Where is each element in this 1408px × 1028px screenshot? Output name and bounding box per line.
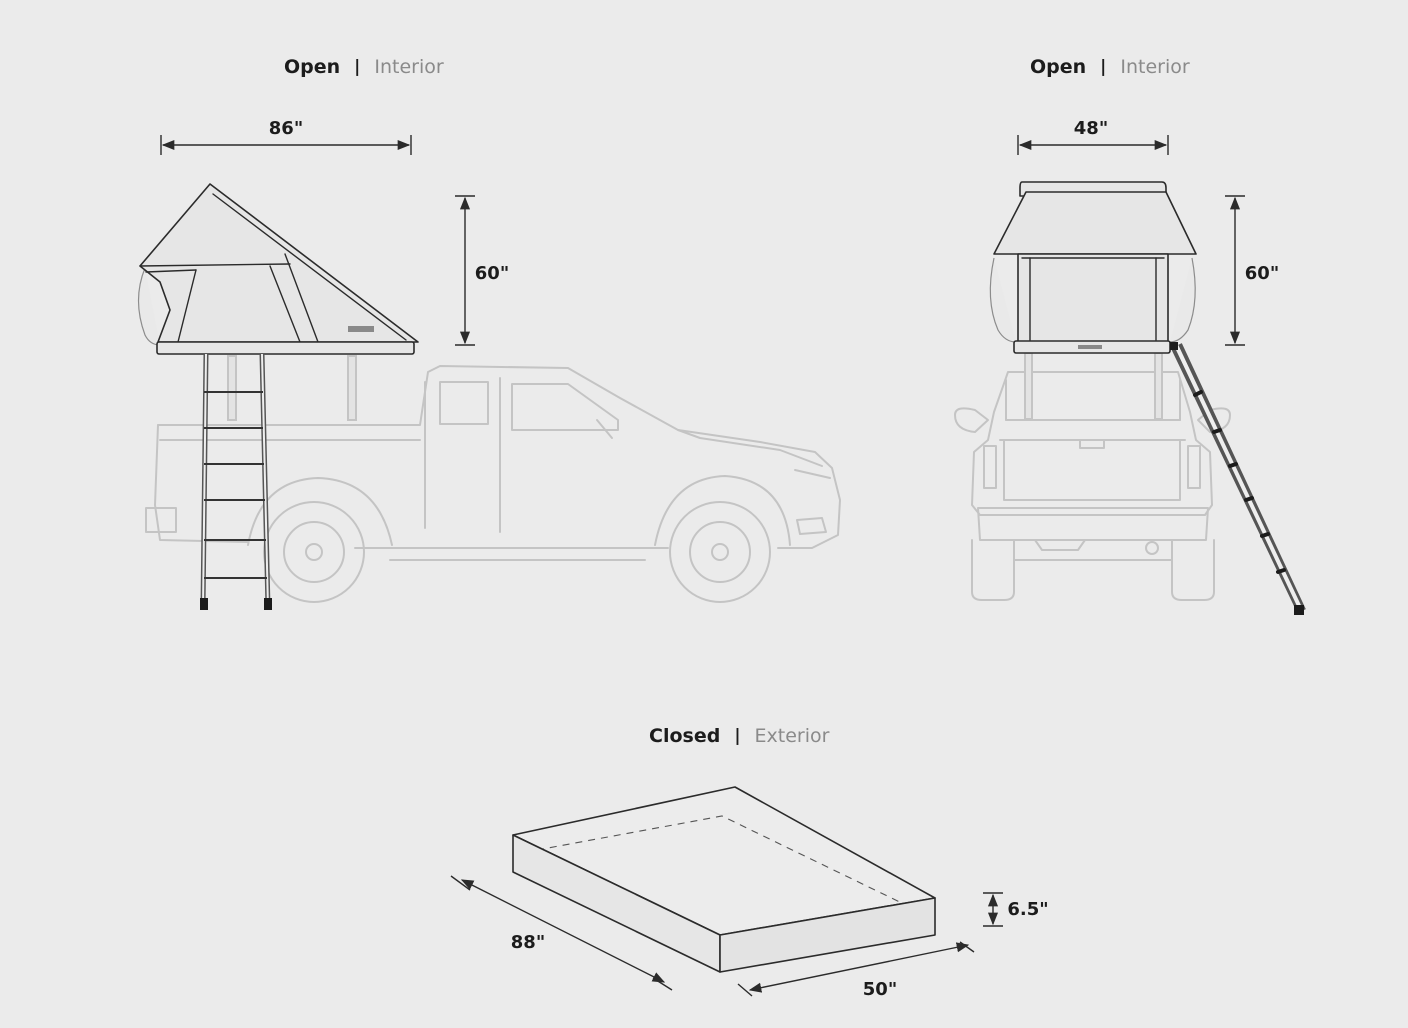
closed-height-label: 6.5" [1007, 899, 1048, 920]
side-width-label: 86" [269, 118, 303, 139]
closed-length-label: 88" [511, 932, 545, 953]
side-width-dimension: 86" [160, 118, 412, 155]
side-view-truck [145, 355, 841, 603]
closed-view-state: Closed [649, 725, 721, 747]
side-view-kind: Interior [374, 56, 444, 78]
caption-separator: | [734, 726, 741, 746]
rear-view-truck [954, 352, 1231, 601]
rear-view-tent [989, 181, 1197, 354]
side-view-ladder [200, 353, 272, 610]
closed-width-label: 50" [863, 979, 897, 1000]
rear-width-dimension: 48" [1017, 118, 1169, 155]
closed-height-dimension: 6.5" [983, 892, 1049, 927]
rear-height-dimension: 60" [1225, 195, 1279, 346]
closed-view-caption: Closed | Exterior [649, 725, 829, 747]
closed-tent-box [512, 786, 936, 973]
rear-view-caption: Open | Interior [1030, 56, 1190, 78]
side-height-label: 60" [475, 263, 509, 284]
side-view-state: Open [284, 56, 341, 78]
rear-view-kind: Interior [1120, 56, 1190, 78]
caption-separator: | [1100, 57, 1107, 77]
side-view-caption: Open | Interior [284, 56, 444, 78]
rear-view-state: Open [1030, 56, 1087, 78]
closed-width-dimension: 50" [737, 941, 975, 1000]
rear-height-label: 60" [1245, 263, 1279, 284]
closed-view-kind: Exterior [754, 725, 830, 747]
rear-width-label: 48" [1074, 118, 1108, 139]
caption-separator: | [354, 57, 361, 77]
side-height-dimension: 60" [455, 195, 509, 346]
side-view-tent [137, 183, 419, 355]
closed-length-dimension: 88" [450, 875, 673, 991]
rear-view-ladder [1170, 342, 1306, 615]
